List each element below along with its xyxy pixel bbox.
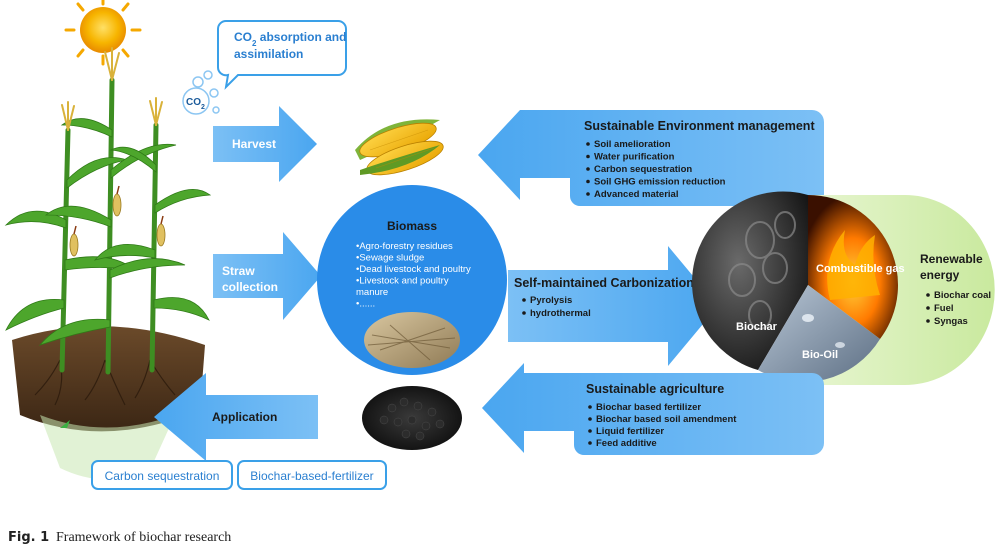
env-bullet-dot <box>586 167 590 171</box>
env-title: Sustainable Environment management <box>584 119 815 133</box>
straw-label-1: Straw <box>222 264 255 278</box>
env-item: Soil amelioration <box>594 139 671 150</box>
biomass-item: •Sewage sludge <box>356 253 424 264</box>
biochar-fertilizer-box: Biochar-based-fertilizer <box>237 460 387 490</box>
biomass-item: •Dead livestock and poultry <box>356 264 471 275</box>
biomass-item: manure <box>356 287 388 298</box>
co2-bubbles <box>192 70 220 114</box>
harvest-label: Harvest <box>232 137 276 151</box>
agri-item: Feed additive <box>596 438 657 449</box>
carbon-sequestration-label: Carbon sequestration <box>105 469 220 483</box>
caption-text: Framework of biochar research <box>56 530 231 545</box>
renewable-item: Biochar coal <box>934 290 991 301</box>
sun-icon <box>64 0 142 66</box>
carbonization-title: Self-maintained Carbonization <box>514 276 694 290</box>
env-bullet-dot <box>586 142 590 146</box>
svg-text:CO2: CO2 <box>186 97 205 111</box>
env-bullet-dot <box>586 154 590 159</box>
renewable-bullet-dot <box>926 319 930 323</box>
co2-bubble: CO2 <box>182 87 210 115</box>
bio-oil-sector <box>758 285 880 383</box>
carbonization-arrow: Self-maintained Carbonization Pyrolysis h… <box>508 246 718 366</box>
carb-item: Pyrolysis <box>530 295 572 306</box>
harvest-arrow: Harvest <box>213 106 317 182</box>
env-bullet-dot <box>586 192 590 196</box>
agri-bullet-dot <box>588 417 592 421</box>
renewable-item: Fuel <box>934 303 954 314</box>
carb-bullet-dot <box>522 298 526 302</box>
biomass-item: •Agro-forestry residues <box>356 241 453 252</box>
carb-item: hydrothermal <box>530 308 591 319</box>
agri-bullet-dot <box>588 429 592 433</box>
corn-cobs-icon <box>355 119 444 176</box>
caption-label: Fig. 1 <box>8 530 49 545</box>
agri-item: Biochar based soil amendment <box>596 414 737 425</box>
agri-item: Liquid fertilizer <box>596 426 664 437</box>
agri-item: Biochar based fertilizer <box>596 402 701 413</box>
straw-collection-arrow: Straw collection <box>213 232 321 320</box>
speech-line-2: assimilation <box>234 47 303 61</box>
speech-line-1: CO2 absorption and <box>234 30 346 48</box>
application-label: Application <box>212 410 277 424</box>
renewable-bullet-dot <box>926 293 930 297</box>
figure-caption: Fig. 1 Framework of biochar research <box>8 530 231 545</box>
biomass-item: •...... <box>356 299 375 310</box>
agriculture-title: Sustainable agriculture <box>586 382 724 396</box>
env-bullet-dot <box>586 179 590 184</box>
biochar-label: Biochar <box>736 321 778 333</box>
biomass-item: •Livestock and poultry <box>356 276 449 287</box>
sequestration-arrow-icon <box>60 420 70 428</box>
env-item: Soil GHG emission reduction <box>594 177 726 188</box>
straw-label-2: collection <box>222 280 278 294</box>
renewable-title-1: Renewable <box>920 252 983 266</box>
renewable-title-2: energy <box>920 268 960 282</box>
bio-oil-label: Bio-Oil <box>802 349 838 361</box>
biochar-fertilizer-label: Biochar-based-fertilizer <box>250 469 373 483</box>
corn-plants-illustration <box>4 47 212 480</box>
co2-speech-bubble: CO2 absorption and assimilation <box>217 20 347 90</box>
env-item: Carbon sequestration <box>594 164 692 175</box>
agriculture-box: Sustainable agriculture Biochar based fe… <box>482 363 824 455</box>
biomass-circle: Biomass •Agro-forestry residues•Sewage s… <box>317 185 507 375</box>
application-arrow: Application <box>154 373 318 461</box>
renewable-item: Syngas <box>934 316 968 327</box>
agri-bullet-dot <box>588 441 592 445</box>
renewable-bullet-dot <box>926 306 930 310</box>
biomass-title: Biomass <box>387 219 437 233</box>
env-management-box: Sustainable Environment management Soil … <box>478 110 824 206</box>
gas-label: Combustible gas <box>816 263 905 275</box>
carb-bullet-dot <box>522 311 526 315</box>
agri-bullet-dot <box>588 405 592 409</box>
carbon-sequestration-box: Carbon sequestration <box>91 460 233 490</box>
env-item: Advanced material <box>594 189 678 200</box>
env-item: Water purification <box>594 152 675 163</box>
straw-pile-image <box>364 312 460 368</box>
biochar-pellets-icon <box>362 386 462 450</box>
products-pie: Biochar Combustible gas Bio-Oil <box>692 191 905 383</box>
